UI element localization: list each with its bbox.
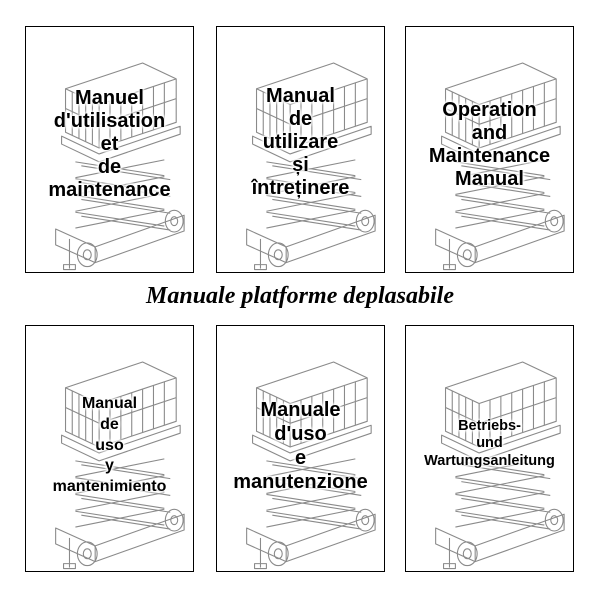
- page-heading: Manuale platforme deplasabile: [146, 283, 454, 309]
- title-line: d'utilisation: [53, 110, 166, 132]
- manual-title-french: Manuel d'utilisation et de maintenance: [26, 87, 193, 202]
- manual-cover-spanish: Manual de uso y mantenimiento: [25, 325, 194, 572]
- title-line: întreținere: [251, 177, 350, 199]
- manual-cover-romanian: Manual de utilizare și întreținere: [216, 26, 385, 273]
- title-line: Manual: [455, 168, 524, 190]
- title-line: Maintenance: [428, 145, 551, 167]
- title-line: and: [471, 122, 508, 144]
- manual-title-italian: Manuale d'uso e manutenzione: [217, 398, 384, 494]
- scissor-lift-illustration: [435, 361, 565, 570]
- title-line: et: [100, 133, 119, 155]
- scissor-lift-illustration: [246, 361, 376, 570]
- title-line: y: [105, 457, 114, 475]
- title-line: de: [288, 108, 313, 130]
- title-line: Manuale: [260, 399, 341, 421]
- title-line: și: [292, 154, 309, 176]
- title-line: Manuel: [75, 87, 144, 109]
- manual-title-english: Operation and Maintenance Manual: [406, 99, 573, 191]
- title-line: maintenance: [48, 179, 171, 201]
- manual-cover-italian: Manuale d'uso e manutenzione: [216, 325, 385, 572]
- title-line: uso: [95, 436, 124, 454]
- title-line: Manual: [266, 85, 335, 107]
- manual-title-romanian: Manual de utilizare și întreținere: [217, 85, 384, 200]
- title-line: manutenzione: [233, 471, 368, 493]
- title-line: d'uso: [274, 423, 327, 445]
- title-line: Betriebs-: [458, 418, 521, 434]
- title-line: Wartungsanleitung: [424, 452, 555, 469]
- scissor-lift-illustration: [435, 62, 565, 271]
- manual-cover-french: Manuel d'utilisation et de maintenance: [25, 26, 194, 273]
- manual-cover-english: Operation and Maintenance Manual: [405, 26, 574, 273]
- scissor-lift-illustration: [246, 62, 376, 271]
- title-line: mantenimiento: [52, 478, 167, 496]
- title-line: e: [294, 447, 307, 469]
- title-line: Operation: [442, 99, 537, 121]
- manual-cover-german: Betriebs- und Wartungsanleitung: [405, 325, 574, 572]
- manual-title-spanish: Manual de uso y mantenimiento: [26, 394, 193, 498]
- title-line: utilizare: [262, 131, 339, 153]
- scissor-lift-illustration: [55, 361, 185, 570]
- title-line: und: [476, 435, 503, 452]
- title-line: de: [97, 156, 122, 178]
- title-line: Manual: [81, 395, 138, 412]
- title-line: de: [100, 415, 119, 433]
- scissor-lift-illustration: [55, 62, 185, 271]
- manual-title-german: Betriebs- und Wartungsanleitung: [406, 418, 573, 470]
